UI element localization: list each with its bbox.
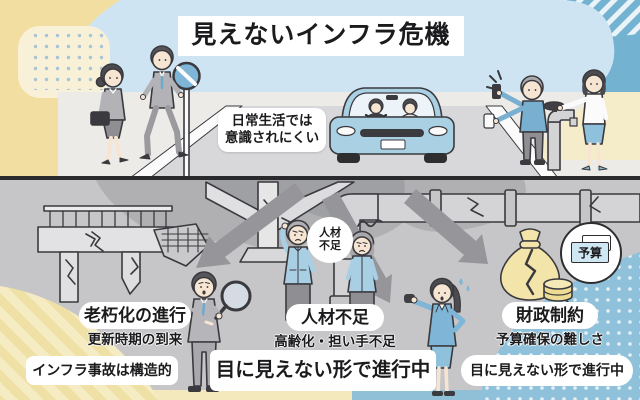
note-structural: インフラ事故は構造的 — [26, 356, 178, 385]
rearview-mirror-icon — [386, 95, 398, 100]
budget-tag: 予算 — [571, 242, 610, 263]
presenter-woman — [404, 277, 470, 396]
exposed-rebar-icon — [161, 227, 209, 253]
arrow-right-icon — [404, 189, 488, 264]
phone-man — [483, 70, 548, 165]
bottom-strip-cream — [0, 390, 352, 400]
budget-tag-label: 予算 — [578, 246, 603, 260]
factor-staffing-label: 人材不足 — [286, 304, 384, 331]
ground-line — [0, 176, 640, 180]
dot-pattern-topleft — [26, 34, 106, 90]
no-parking-sign-icon — [172, 61, 201, 179]
money-bag-icon — [499, 228, 573, 302]
license-plate — [380, 139, 406, 150]
factor-finance-sub: 予算確保の難しさ — [496, 331, 604, 347]
worker-man — [280, 219, 316, 321]
page-title: 見えないインフラ危機 — [178, 16, 464, 56]
valve-woman — [543, 69, 609, 171]
briefcase-icon — [90, 111, 110, 126]
water-valve-icon — [543, 101, 578, 171]
worker-shortage-bubble-line2: 不足 — [319, 240, 341, 252]
sweat-drops-icon — [459, 278, 470, 292]
pedestrian-man — [139, 45, 189, 160]
factor-finance-label: 財政制約 — [502, 302, 598, 329]
awareness-bubble: 日常生活では 意識されにくい — [218, 108, 326, 152]
wall-switch-icon — [483, 113, 495, 129]
budget-bubble: 予算 — [560, 222, 622, 284]
awareness-bubble-line2: 意識されにくい — [224, 130, 320, 145]
arrow-left-icon — [196, 183, 305, 268]
worker-shortage-bubble-line1: 人材 — [319, 226, 341, 239]
worker-shortage-bubble: 人材 不足 — [307, 217, 353, 263]
trouble-squiggle-icon — [357, 219, 383, 228]
pedestrian-woman — [90, 63, 129, 165]
factor-aging-sub: 更新時期の到来 — [87, 331, 183, 347]
factor-aging-label: 老朽化の進行 — [79, 302, 191, 329]
awareness-bubble-line1: 日常生活では — [231, 113, 313, 129]
coins-icon — [543, 278, 573, 302]
broken-bridge — [37, 205, 209, 303]
note-progress-right: 目に見えない形で進行中 — [461, 355, 633, 386]
note-progress-center: 目に見えない形で進行中 — [210, 350, 436, 391]
factor-staffing-sub: 高齢化・担い手不足 — [274, 333, 396, 349]
car-driver — [364, 98, 388, 120]
car — [329, 87, 455, 163]
